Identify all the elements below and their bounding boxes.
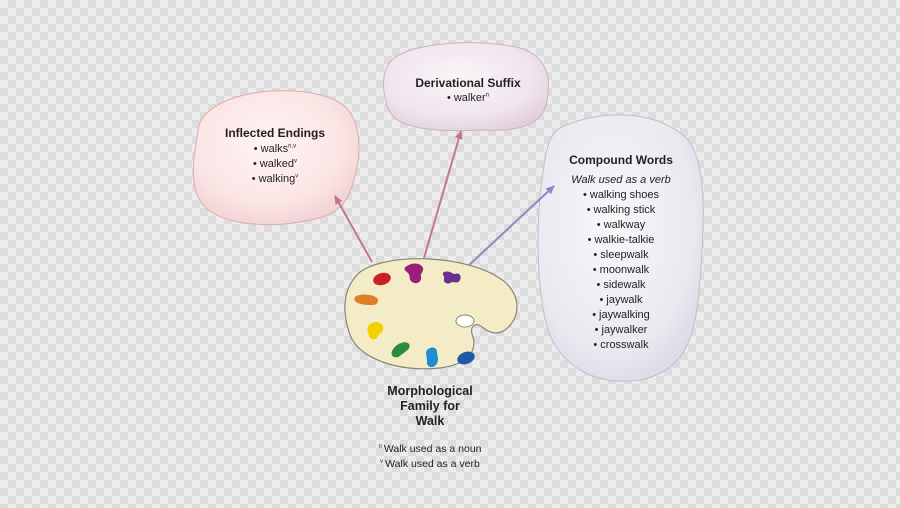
list-item: •jaywalking	[592, 309, 650, 321]
paint-blob-red	[373, 272, 391, 286]
list-item: •walksn,v	[253, 143, 297, 155]
palette-thumb-hole	[455, 314, 475, 328]
paint-blob-green	[391, 342, 410, 358]
paint-blob-magenta	[404, 263, 424, 284]
arrow-to-derivational	[423, 130, 463, 259]
paint-blob-orange	[354, 294, 379, 306]
inflected-cloud	[192, 90, 360, 226]
derivational-list: •walkern	[398, 91, 538, 106]
list-item: •walkie-talkie	[587, 234, 655, 246]
compound-subtitle: Walk used as a verb	[571, 174, 671, 186]
arrow-to-compound	[467, 185, 555, 267]
list-item: •walkedv	[252, 158, 298, 170]
compound-cloud	[537, 114, 704, 382]
arrow-to-inflected	[334, 195, 373, 263]
list-item: •sidewalk	[596, 279, 646, 291]
paint-blob-yellow	[367, 322, 384, 340]
list-item: •walking stick	[586, 204, 656, 216]
paint-palette-icon	[344, 258, 518, 370]
paint-blob-cyan	[426, 347, 439, 368]
derivational-cloud	[383, 42, 549, 132]
inflected-list: •walksn,v •walkedv •walkingv	[210, 142, 340, 187]
paint-blob-blue	[457, 351, 475, 365]
derivational-title: Derivational Suffix	[415, 76, 521, 90]
center-title-line: Walk	[415, 414, 445, 428]
list-item: •walking shoes	[583, 189, 659, 201]
compound-title: Compound Words	[569, 153, 673, 167]
list-item: •jaywalk	[599, 294, 643, 306]
list-item: •walkern	[447, 92, 489, 104]
list-item: •moonwalk	[592, 264, 650, 276]
derivational-group: Derivational Suffix •walkern	[398, 76, 538, 106]
list-item: •jaywalker	[594, 324, 648, 336]
inflected-title: Inflected Endings	[224, 126, 325, 140]
list-item: •sleepwalk	[593, 249, 649, 261]
list-item: •walkingv	[251, 173, 299, 185]
list-item: •walkway	[596, 219, 646, 231]
list-item: •crosswalk	[593, 339, 649, 351]
center-title-line: Morphological	[387, 384, 473, 398]
paint-blob-purple	[442, 271, 461, 284]
compound-group: Compound Words Walk used as a verb •walk…	[556, 153, 686, 353]
compound-list: •walking shoes •walking stick •walkway •wal…	[556, 188, 686, 353]
center-title-line: Family for	[400, 399, 460, 413]
center-title: Morphological Family for Walk	[360, 384, 500, 429]
inflected-group: Inflected Endings •walksn,v •walkedv •wa…	[210, 126, 340, 187]
